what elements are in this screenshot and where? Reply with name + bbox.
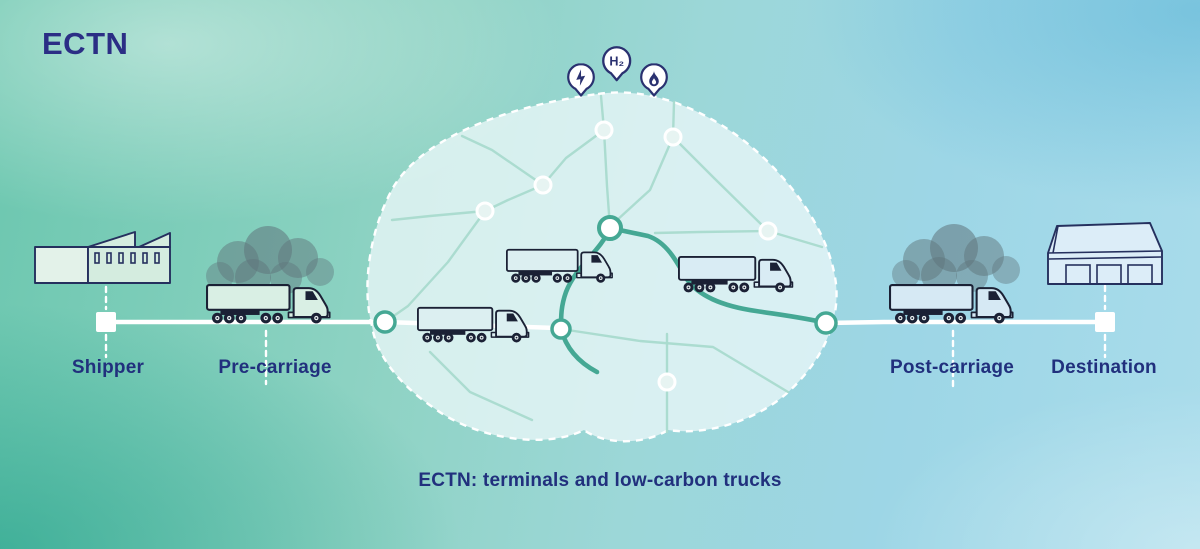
network-truck-icon	[418, 308, 529, 343]
network-truck-icon	[507, 250, 612, 283]
terminal-nodes	[373, 120, 838, 392]
label-post-carriage: Post-carriage	[889, 357, 1015, 378]
hydrogen-pin: H₂	[602, 46, 632, 82]
exit-node	[814, 311, 838, 335]
connectors	[96, 284, 1115, 390]
network-truck-icon	[679, 257, 793, 292]
factory-icon	[34, 231, 171, 284]
hub-node	[597, 215, 623, 241]
page-title: ECTN	[42, 26, 129, 61]
entry-node	[373, 310, 397, 334]
fuel-pin	[640, 63, 668, 97]
shipper-node-square	[96, 312, 116, 332]
pre-carriage-truck-icon	[207, 285, 330, 323]
warehouse-icon	[1047, 222, 1163, 285]
main-line-right	[823, 319, 1098, 326]
label-shipper: Shipper	[71, 357, 145, 378]
label-destination: Destination	[1051, 357, 1157, 378]
electric-pin	[567, 63, 595, 97]
exhaust-smoke-icon	[892, 224, 1020, 293]
hydrogen-label: H₂	[609, 54, 624, 68]
post-carriage-truck-icon	[890, 285, 1013, 323]
lightning-icon	[576, 69, 586, 86]
diagram-caption: ECTN: terminals and low-carbon trucks	[418, 470, 782, 491]
junction-node	[550, 318, 572, 340]
label-pre-carriage: Pre-carriage	[218, 357, 332, 378]
destination-node-square	[1095, 312, 1115, 332]
